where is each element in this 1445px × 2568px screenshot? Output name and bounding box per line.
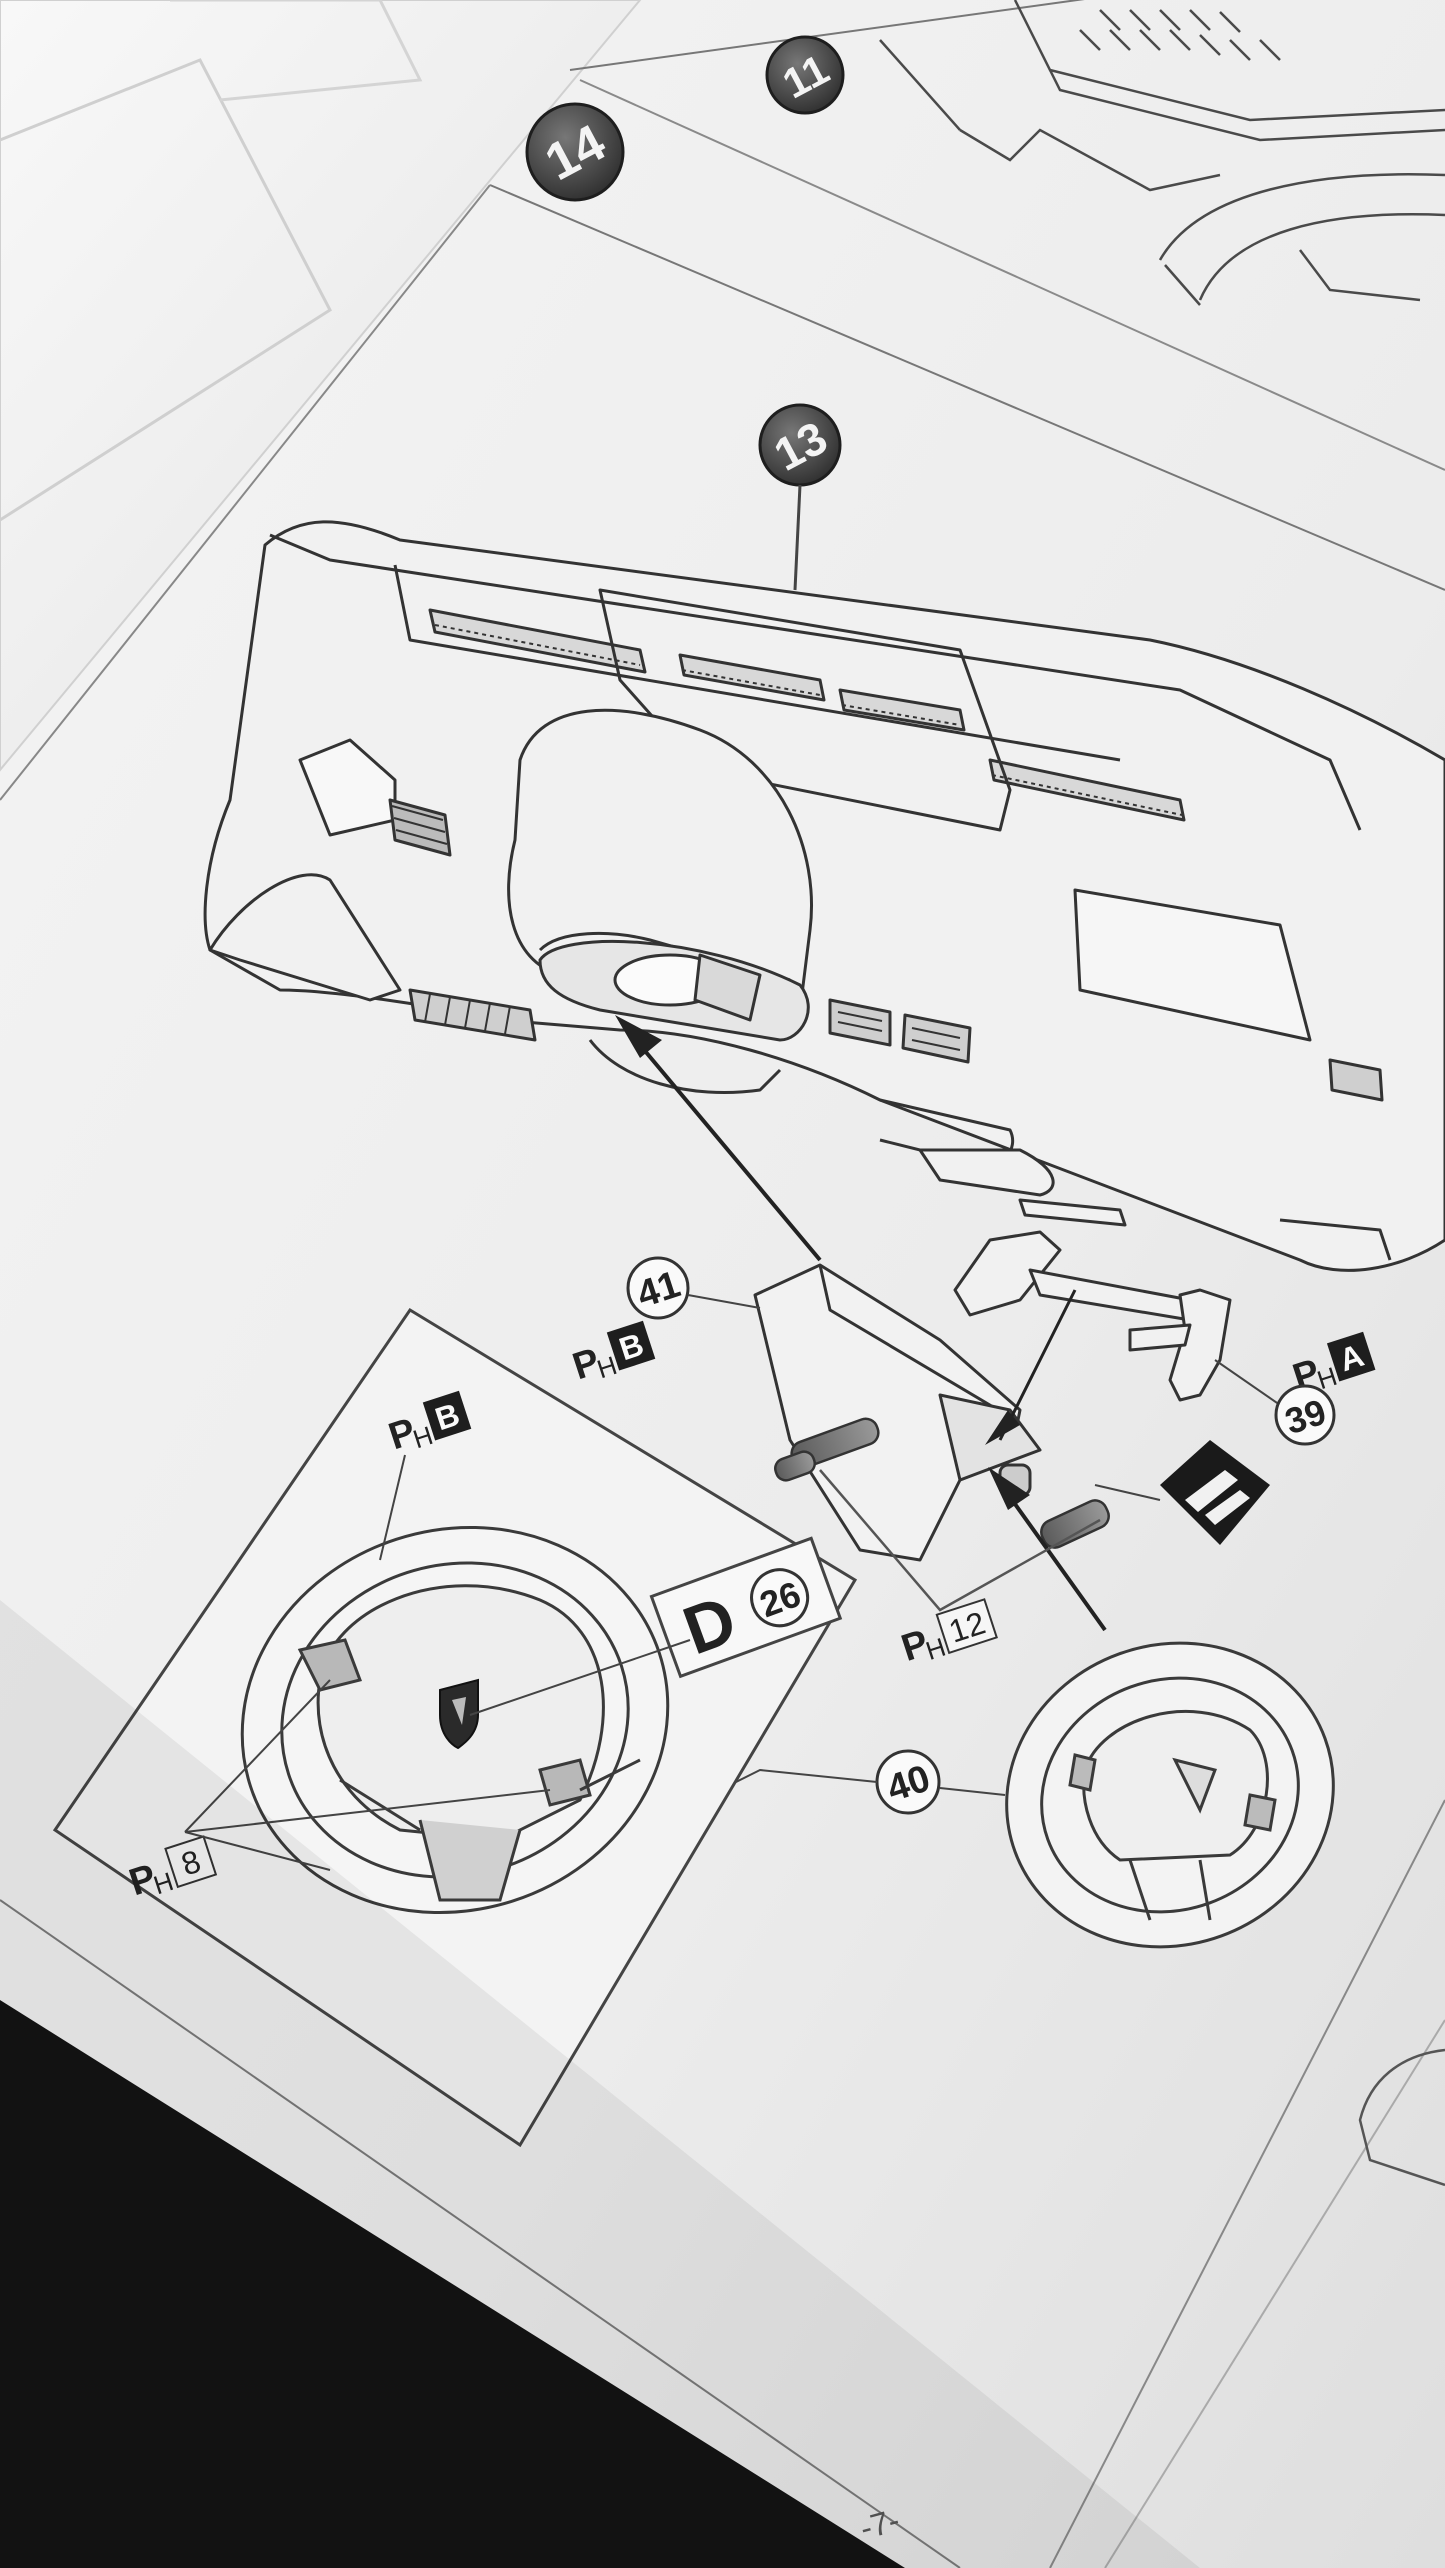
part-40-steering-wheel xyxy=(1005,1641,1335,1949)
page-shadow xyxy=(0,1600,1200,2568)
column-stalks xyxy=(774,1417,1110,1549)
decal-d-26-box: D 26 xyxy=(649,1536,843,1679)
paint-ref-h-b-inset: P H B xyxy=(384,1390,472,1458)
install-arrow-40 xyxy=(988,1467,1107,1632)
step-11-marker: 11 xyxy=(765,35,845,115)
part-41-callout: 41 xyxy=(626,1256,761,1320)
part-39-callout: 39 xyxy=(1214,1359,1336,1446)
h-b-inset-leader xyxy=(379,1454,406,1561)
dashboard-drawing xyxy=(203,520,1445,1272)
part-41-steering-column xyxy=(753,1263,1042,1562)
h12-leaders xyxy=(819,1469,1101,1612)
next-step-partial-drawing xyxy=(1358,2048,1445,2187)
step-13-marker: 13 xyxy=(758,403,842,487)
step11-frame xyxy=(579,79,1445,471)
paddle-arrowhead xyxy=(985,1410,1020,1445)
h-8-leaders xyxy=(184,1679,551,1871)
paint-ref-h-8: P H 8 xyxy=(124,1835,218,1904)
part-39-paddle-shifter xyxy=(953,1230,1232,1402)
left-page-box xyxy=(0,58,332,522)
step14-frame-top xyxy=(489,184,1445,591)
step14-frame-bottom xyxy=(0,1899,961,2568)
page-right-border xyxy=(1049,1799,1445,2568)
decal-leader xyxy=(1094,1484,1161,1501)
paddle-leader xyxy=(998,1289,1077,1441)
install-arrow-41 xyxy=(615,1015,822,1262)
left-page-edge xyxy=(0,0,642,772)
step-14-marker: 14 xyxy=(525,102,625,202)
step14-frame-left xyxy=(0,184,491,801)
step-frame-top xyxy=(569,0,1085,71)
step11-engine-drawing xyxy=(879,0,1445,306)
emblem-shield-icon xyxy=(439,1678,479,1750)
decal-flag-icon xyxy=(1160,1440,1270,1545)
step13-leader xyxy=(793,484,802,591)
page-right-border-2 xyxy=(1104,2019,1445,2568)
left-page-box-top xyxy=(170,0,423,102)
decal-26-leader xyxy=(469,1639,691,1716)
